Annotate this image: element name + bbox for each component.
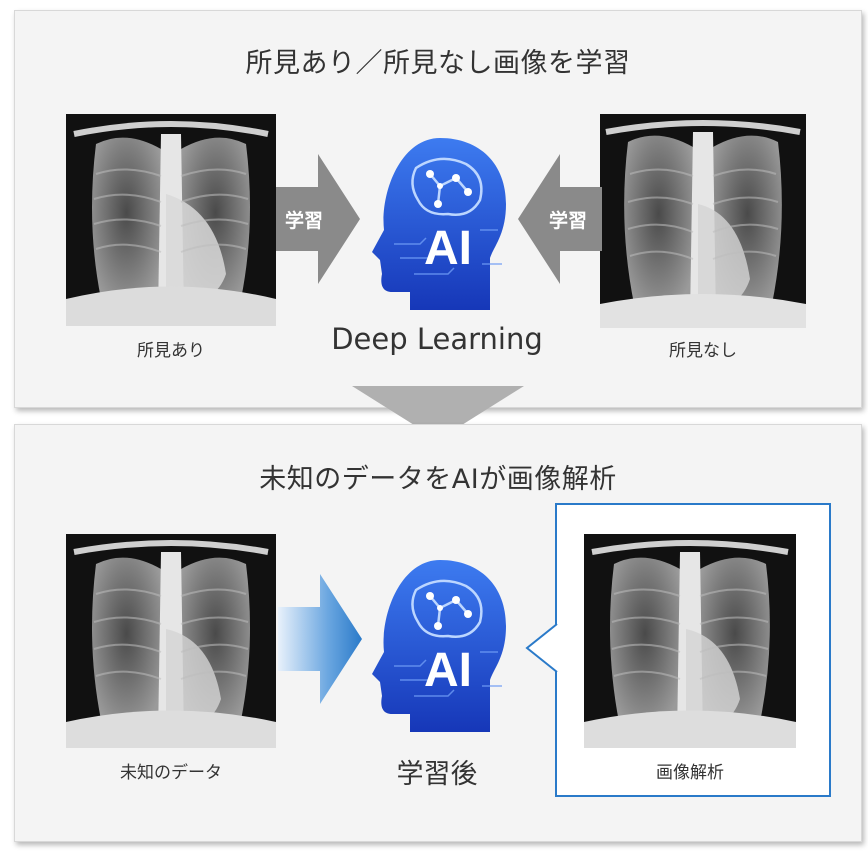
ai-badge-text: AI: [424, 222, 472, 275]
callout-pointer: [525, 623, 558, 673]
without-findings-caption: 所見なし: [669, 341, 737, 361]
training-title: 所見あり／所見なし画像を学習: [245, 48, 631, 79]
analysis-arrow-right: [278, 574, 362, 704]
xray-image-with-findings: [66, 114, 276, 326]
learn-arrow-left: [518, 154, 602, 284]
with-findings-caption: 所見あり: [137, 341, 205, 361]
learn-arrow-right: [276, 154, 360, 284]
transition-down-arrow: [352, 386, 524, 446]
xray-image-unknown-data: [66, 534, 276, 748]
learn-arrow-left-label: 学習: [548, 210, 587, 232]
xray-image-analyzed: [584, 534, 796, 748]
analysis-title: 未知のデータをAIが画像解析: [259, 464, 617, 495]
ai-brain-head-icon-trained: AI: [370, 556, 510, 736]
after-training-label: 学習後: [396, 759, 478, 790]
deep-learning-label: Deep Learning: [331, 322, 543, 356]
learn-arrow-right-label: 学習: [284, 210, 323, 232]
analysis-caption: 画像解析: [656, 763, 724, 783]
unknown-data-caption: 未知のデータ: [120, 763, 222, 783]
xray-image-without-findings: [600, 114, 806, 328]
ai-brain-head-icon: AI: [370, 134, 510, 314]
ai-badge-text-trained: AI: [424, 644, 472, 697]
